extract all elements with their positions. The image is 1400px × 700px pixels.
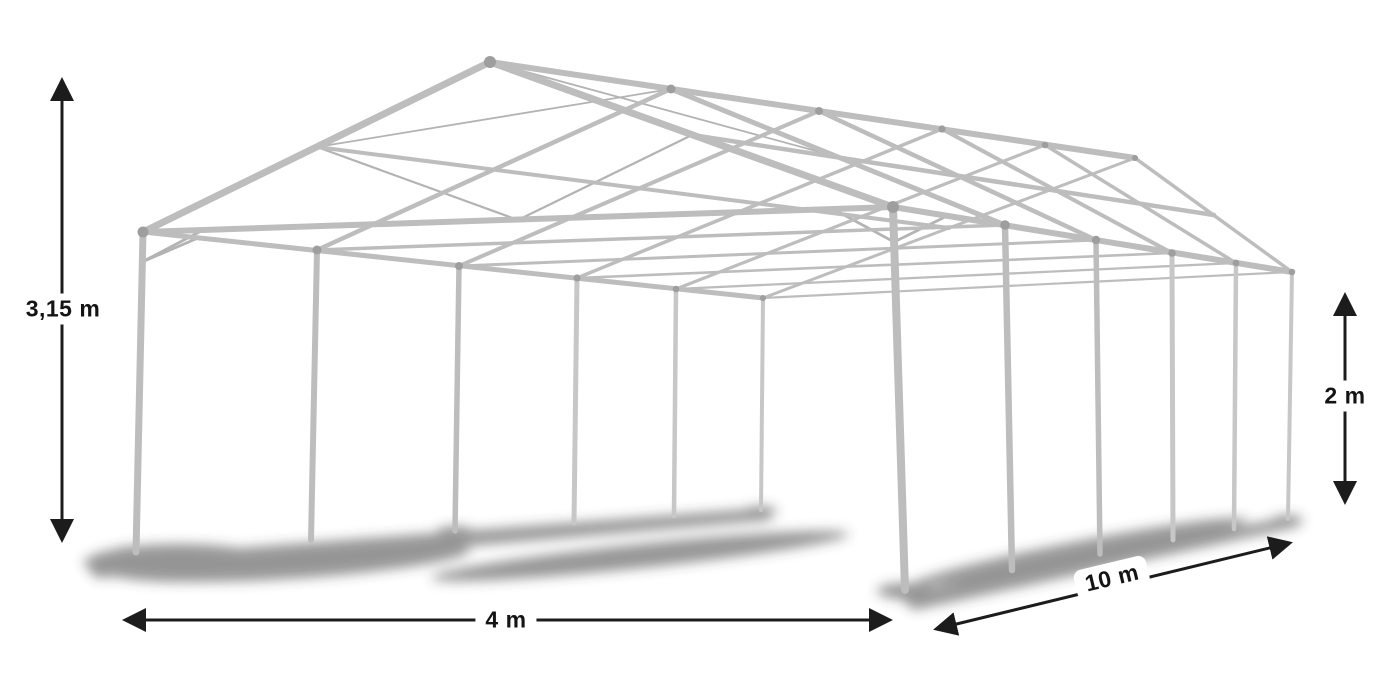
side-height-label: 2 m: [1314, 380, 1376, 412]
ridge-beam: [487, 59, 1138, 161]
total-height-label: 3,15 m: [15, 293, 111, 325]
width-label: 4 m: [475, 604, 537, 636]
brace-rods: [140, 61, 949, 264]
frame-joints: [137, 56, 1296, 301]
rear-posts: [571, 250, 1294, 543]
rafters: [139, 58, 1294, 300]
ground-shadow-layer: [82, 506, 1303, 610]
tent-frame: [132, 56, 1296, 594]
front-posts: [132, 203, 1103, 594]
